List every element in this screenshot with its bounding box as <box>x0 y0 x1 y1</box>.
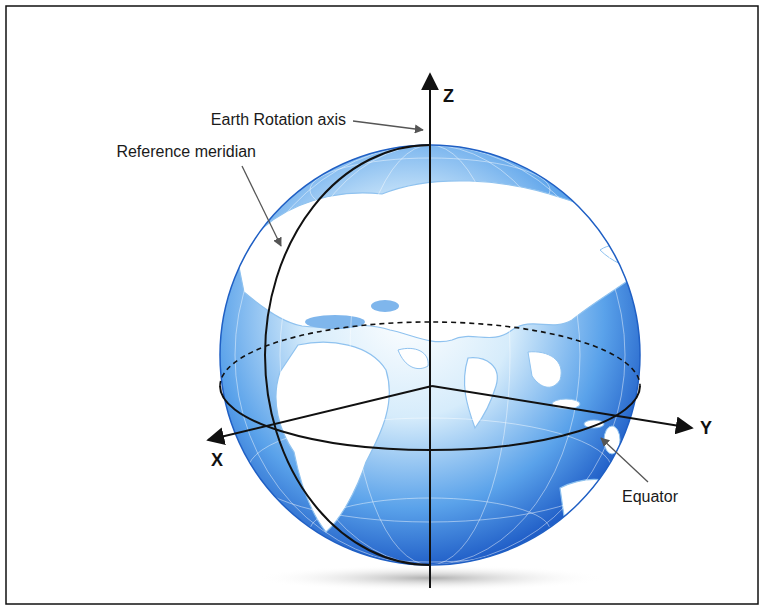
axis-label: Y <box>700 418 712 440</box>
reference-meridian <box>265 145 430 565</box>
callout-label: Equator <box>622 487 678 506</box>
y-axis <box>432 386 692 428</box>
leader-line <box>601 438 648 482</box>
axis-label: Z <box>443 86 454 108</box>
callout-label: Reference meridian <box>116 142 256 161</box>
callout-label: Earth Rotation axis <box>211 110 346 129</box>
leader-line <box>353 121 423 130</box>
x-axis <box>208 386 432 440</box>
frame <box>6 6 758 604</box>
leader-line <box>242 166 281 246</box>
axis-label: X <box>211 450 223 472</box>
z-axis <box>429 74 431 588</box>
